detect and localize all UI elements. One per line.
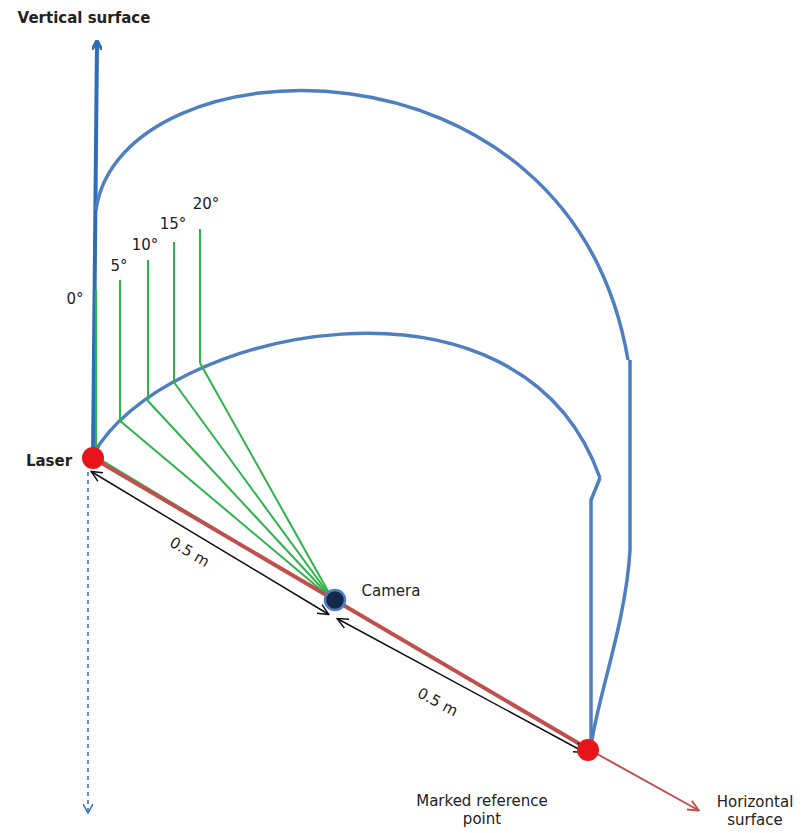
vertical-axis — [93, 42, 97, 456]
outer-arc-side — [592, 360, 630, 740]
dimension-label: 0.5 m — [167, 533, 213, 571]
dimension-arrow — [338, 619, 584, 752]
angle-line — [119, 280, 121, 420]
inner-arc-side — [591, 478, 600, 742]
angle-label: 10° — [132, 236, 159, 254]
inner-arc — [93, 333, 600, 478]
axis-label: Horizontal surface — [706, 793, 804, 829]
reference-label: Marked reference point — [397, 792, 567, 828]
outer-arc — [96, 91, 628, 360]
laser-label: Laser — [26, 452, 72, 470]
dimension-arrow — [92, 472, 328, 614]
dashed-axis — [87, 472, 89, 812]
horizontal-surface-line — [93, 458, 590, 750]
horizontal-axis — [590, 750, 698, 810]
angle-line — [173, 242, 175, 381]
camera-point — [325, 590, 345, 610]
angle-line — [199, 229, 201, 363]
reference-point — [577, 739, 599, 761]
angle-line — [147, 260, 149, 400]
angle-label: 20° — [193, 195, 220, 213]
axis-label: Vertical surface — [18, 9, 151, 27]
angle-label: 0° — [66, 290, 83, 308]
camera-label: Camera — [362, 582, 421, 600]
angle-line — [95, 290, 97, 448]
angle-label: 15° — [160, 215, 187, 233]
view-line — [119, 420, 333, 600]
angle-label: 5° — [110, 257, 127, 275]
view-line — [147, 400, 333, 600]
dimension-label: 0.5 m — [415, 684, 462, 720]
laser-point — [82, 447, 104, 469]
view-line — [200, 363, 333, 600]
